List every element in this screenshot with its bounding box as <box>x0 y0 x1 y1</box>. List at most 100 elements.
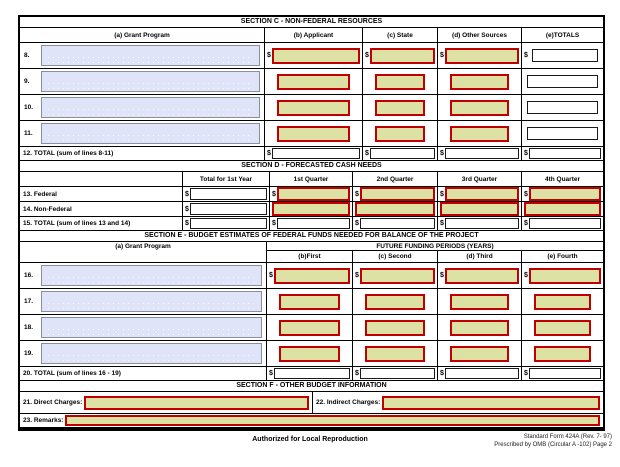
row-10-number: 10. <box>24 104 34 111</box>
dollar-sign: $ <box>440 52 444 59</box>
row12-state-input[interactable] <box>369 148 435 159</box>
row8-other-sources-input[interactable] <box>444 47 519 64</box>
dollar-sign: $ <box>267 150 271 157</box>
row12-applicant-input[interactable] <box>271 148 360 159</box>
federal-total-1st-year-input[interactable] <box>189 188 267 200</box>
col-totals: (e)TOTALS <box>545 31 580 39</box>
federal-q1-input[interactable] <box>276 187 350 201</box>
row17-third-input[interactable] <box>450 293 509 310</box>
row9-applicant-input[interactable] <box>277 73 350 90</box>
row19-fourth-input[interactable] <box>534 345 591 362</box>
section-d-header: Total for 1st Year 1st Quarter 2nd Quart… <box>20 172 603 187</box>
row9-other-sources-input[interactable] <box>450 73 509 90</box>
row11-grant-program-input[interactable] <box>41 123 260 144</box>
row-13-federal: 13. Federal $ $ $ $ $ <box>20 187 603 202</box>
non-federal-q2-input[interactable] <box>355 202 435 216</box>
direct-charges-label: 21. Direct Charges: <box>23 399 83 406</box>
row18-first-input[interactable] <box>279 319 340 336</box>
row11-other-sources-input[interactable] <box>450 125 509 142</box>
row8-applicant-input[interactable] <box>271 47 360 64</box>
row18-grant-program-input[interactable] <box>41 317 262 338</box>
row16-first-input[interactable] <box>273 267 350 284</box>
row-11-number: 11. <box>24 130 33 137</box>
row10-applicant-input[interactable] <box>277 99 350 116</box>
row10-other-sources-input[interactable] <box>450 99 509 116</box>
row11-state-input[interactable] <box>375 125 425 142</box>
row12-other-sources-input[interactable] <box>444 148 519 159</box>
col-fourth-year: (e) Fourth <box>547 253 578 260</box>
row-23-remarks: 23. Remarks: <box>20 414 603 427</box>
row18-third-input[interactable] <box>450 319 509 336</box>
row10-state-input[interactable] <box>375 99 425 116</box>
row9-state-input[interactable] <box>375 73 425 90</box>
indirect-charges-input[interactable] <box>382 395 600 410</box>
row16-grant-program-input[interactable] <box>41 265 262 286</box>
row19-second-input[interactable] <box>365 345 425 362</box>
non-federal-q3-input[interactable] <box>440 202 519 216</box>
row8-totals-input[interactable] <box>531 49 598 62</box>
row19-third-input[interactable] <box>450 345 509 362</box>
remarks-label: 23. Remarks: <box>23 417 64 424</box>
row17-first-input[interactable] <box>279 293 340 310</box>
dollar-sign: $ <box>440 220 444 227</box>
row-10: 10. <box>20 95 603 121</box>
line15-q4-input[interactable] <box>528 218 601 229</box>
row17-fourth-input[interactable] <box>534 293 591 310</box>
line15-total-1st-year-input[interactable] <box>189 218 267 229</box>
dollar-sign: $ <box>524 150 528 157</box>
dollar-sign: $ <box>185 220 189 227</box>
line15-q2-input[interactable] <box>359 218 435 229</box>
row-15-label: 15. TOTAL (sum of lines 13 and 14) <box>23 220 131 227</box>
non-federal-total-1st-year-input[interactable] <box>189 203 267 215</box>
row16-third-input[interactable] <box>444 267 519 284</box>
row18-fourth-input[interactable] <box>534 319 591 336</box>
row11-applicant-input[interactable] <box>277 125 350 142</box>
section-c-header: (a) Grant Program (b) Applicant (c) Stat… <box>20 28 603 43</box>
section-f-title: SECTION F - OTHER BUDGET INFORMATION <box>20 381 603 392</box>
dollar-sign: $ <box>365 52 369 59</box>
line20-second-input[interactable] <box>359 368 435 379</box>
row8-state-input[interactable] <box>369 47 435 64</box>
dollar-sign: $ <box>524 370 528 377</box>
line20-fourth-input[interactable] <box>528 368 601 379</box>
row16-second-input[interactable] <box>359 267 435 284</box>
row-14-non-federal: 14. Non-Federal $ <box>20 202 603 217</box>
line20-third-input[interactable] <box>444 368 519 379</box>
row17-second-input[interactable] <box>365 293 425 310</box>
row-9-number: 9. <box>24 78 30 85</box>
row10-totals-input[interactable] <box>527 101 598 114</box>
dollar-sign: $ <box>524 52 528 59</box>
row-11: 11. <box>20 121 603 147</box>
row10-grant-program-input[interactable] <box>41 97 260 118</box>
row9-totals-input[interactable] <box>527 75 598 88</box>
row-18: 18. <box>20 315 603 341</box>
line20-first-input[interactable] <box>273 368 350 379</box>
dollar-sign: $ <box>272 220 276 227</box>
row-16: 16. $ $ $ $ <box>20 263 603 289</box>
row18-second-input[interactable] <box>365 319 425 336</box>
row11-totals-input[interactable] <box>527 127 598 140</box>
non-federal-q1-input[interactable] <box>272 202 350 216</box>
col-4th-quarter: 4th Quarter <box>544 175 581 183</box>
col-state: (c) State <box>363 28 438 42</box>
federal-q4-input[interactable] <box>528 187 601 201</box>
col-total-1st-year: Total for 1st Year <box>183 172 270 186</box>
non-federal-q4-input[interactable] <box>524 202 601 216</box>
dollar-sign: $ <box>185 190 189 198</box>
direct-charges-input[interactable] <box>84 395 309 410</box>
row17-grant-program-input[interactable] <box>41 291 262 312</box>
federal-q2-input[interactable] <box>359 187 435 201</box>
dollar-sign: $ <box>185 205 189 213</box>
row19-first-input[interactable] <box>279 345 340 362</box>
row8-grant-program-input[interactable] <box>41 45 260 66</box>
row16-fourth-input[interactable] <box>528 267 601 284</box>
row9-grant-program-input[interactable] <box>41 71 260 92</box>
remarks-input[interactable] <box>65 415 600 426</box>
line15-q3-input[interactable] <box>444 218 519 229</box>
row19-grant-program-input[interactable] <box>41 343 262 364</box>
line15-q1-input[interactable] <box>276 218 350 229</box>
row-17-number: 17. <box>24 298 34 305</box>
federal-q3-input[interactable] <box>444 187 519 201</box>
row12-totals-input[interactable] <box>528 148 601 159</box>
dollar-sign: $ <box>524 220 528 227</box>
